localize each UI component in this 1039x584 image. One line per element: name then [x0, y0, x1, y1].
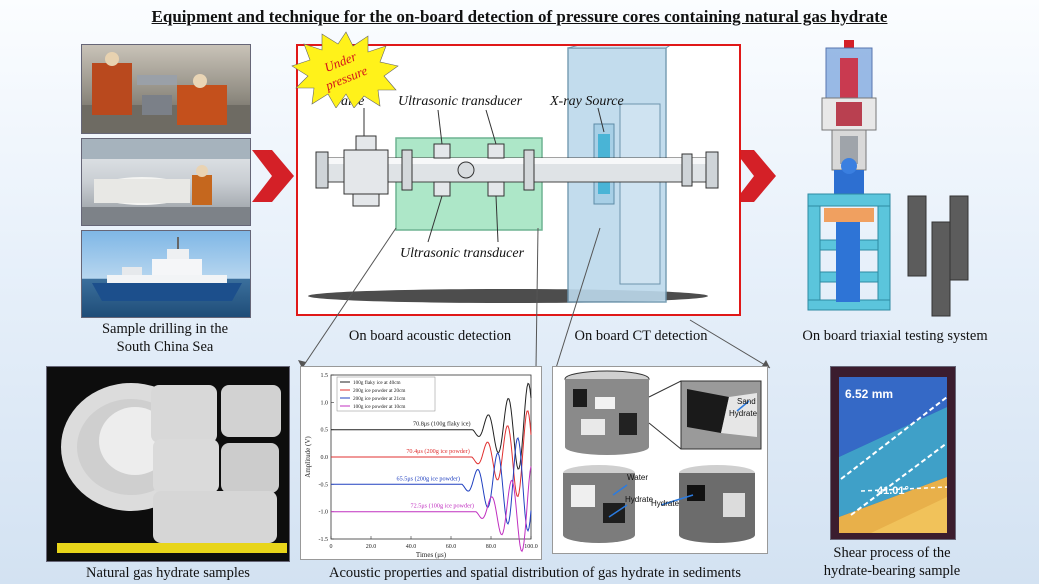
x-tick-label: 80.0	[486, 544, 497, 550]
caption-ct: On board CT detection	[574, 328, 708, 344]
page-title: Equipment and technique for the on-board…	[151, 7, 888, 26]
ct-label-hydrate-b: Hydrate	[625, 495, 654, 504]
x-tick-label: 40.0	[406, 544, 417, 550]
ct-label-water: Water	[627, 473, 649, 482]
x-tick-label: 100.0	[524, 544, 538, 550]
legend-entry: 100g ice powder at 10cm	[353, 404, 405, 410]
caption-shear-line1: Shear process of the	[833, 545, 951, 561]
ct-label-hydrate-c: Hydrate	[651, 499, 680, 508]
legend-entry: 200g ice powder at 20cm	[353, 388, 405, 394]
under-pressure-badge: Under pressure	[291, 31, 399, 108]
y-tick-label: 1.0	[321, 400, 329, 406]
caption-drilling: Sample drilling in the South China Sea	[70, 320, 260, 356]
series-onset-label: 70.4μs (200g ice powder)	[406, 448, 469, 455]
photo-research-vessel	[81, 230, 251, 318]
shear-field-illustration	[831, 367, 955, 539]
ct-distribution-panel: Sand Hydrate Water Hydrate Hydrate	[552, 366, 768, 554]
caption-acoustic-props: Acoustic properties and spatial distribu…	[329, 565, 741, 581]
ct-label-sand: Sand	[737, 397, 756, 406]
caption-drilling-line1: Sample drilling in the	[101, 321, 229, 337]
y-tick-label: -1.0	[319, 510, 329, 516]
y-tick-label: -0.5	[319, 482, 329, 488]
acoustic-chart: 0 20.0 40.0 60.0 80.0 100.0 1.5 1.0 0.5 0.0 -0.5 -1…	[304, 373, 538, 559]
photo-drilling-deck	[81, 138, 251, 226]
caption-acoustic: On board acoustic detection	[348, 328, 512, 344]
x-tick-label: 20.0	[366, 544, 377, 550]
shear-angle-label: 41.01°	[877, 485, 909, 497]
label-ultrasonic-bottom: Ultrasonic transducer	[400, 246, 525, 261]
series-line	[331, 466, 532, 553]
chart-y-label: Amplitude (V)	[304, 436, 312, 478]
chart-legend-box	[336, 376, 436, 412]
x-tick-label: 60.0	[446, 544, 457, 550]
photo-hydrate-samples	[46, 366, 290, 562]
photo-drilling-crew	[81, 44, 251, 134]
caption-shear-line2: hydrate-bearing sample	[823, 563, 961, 579]
caption-triaxial: On board triaxial testing system	[802, 328, 988, 344]
series-line	[331, 410, 532, 498]
red-arrow-left-icon	[252, 150, 294, 202]
x-tick-label: 0	[330, 544, 333, 550]
photo-shear-process: 6.52 mm 41.01°	[830, 366, 956, 540]
triaxial-system-illustration	[807, 40, 969, 317]
ct-label-hydrate-a: Hydrate	[729, 409, 758, 418]
y-tick-label: -1.5	[319, 537, 329, 543]
series-onset-label: 70.8μs (100g flaky ice)	[413, 421, 471, 428]
label-ultrasonic-top: Ultrasonic transducer	[398, 94, 523, 109]
caption-drilling-line2: South China Sea	[116, 339, 214, 355]
series-onset-label: 65.5μs (200g ice powder)	[397, 475, 460, 482]
caption-samples: Natural gas hydrate samples	[86, 565, 250, 581]
chart-x-label: Times (μs)	[416, 551, 447, 559]
series-line	[331, 437, 532, 532]
y-tick-label: 1.5	[321, 373, 329, 379]
y-tick-label: 0.0	[321, 455, 329, 461]
y-tick-label: 0.5	[321, 428, 329, 434]
label-xray-source: X-ray Source	[550, 94, 624, 109]
legend-entry: 200g ice powder at 21cm	[353, 396, 405, 402]
caption-shear: Shear process of the hydrate-bearing sam…	[790, 544, 994, 580]
series-onset-label: 72.5μs (100g ice powder)	[411, 503, 474, 510]
series-line	[331, 382, 532, 470]
shear-distance-label: 6.52 mm	[845, 387, 894, 401]
legend-entry: 100g flaky ice at 40cm	[353, 379, 401, 386]
acoustic-chart-panel: 0 20.0 40.0 60.0 80.0 100.0 1.5 1.0 0.5 0.0 -0.5 -1…	[300, 366, 542, 560]
red-arrow-right-icon	[734, 150, 776, 202]
